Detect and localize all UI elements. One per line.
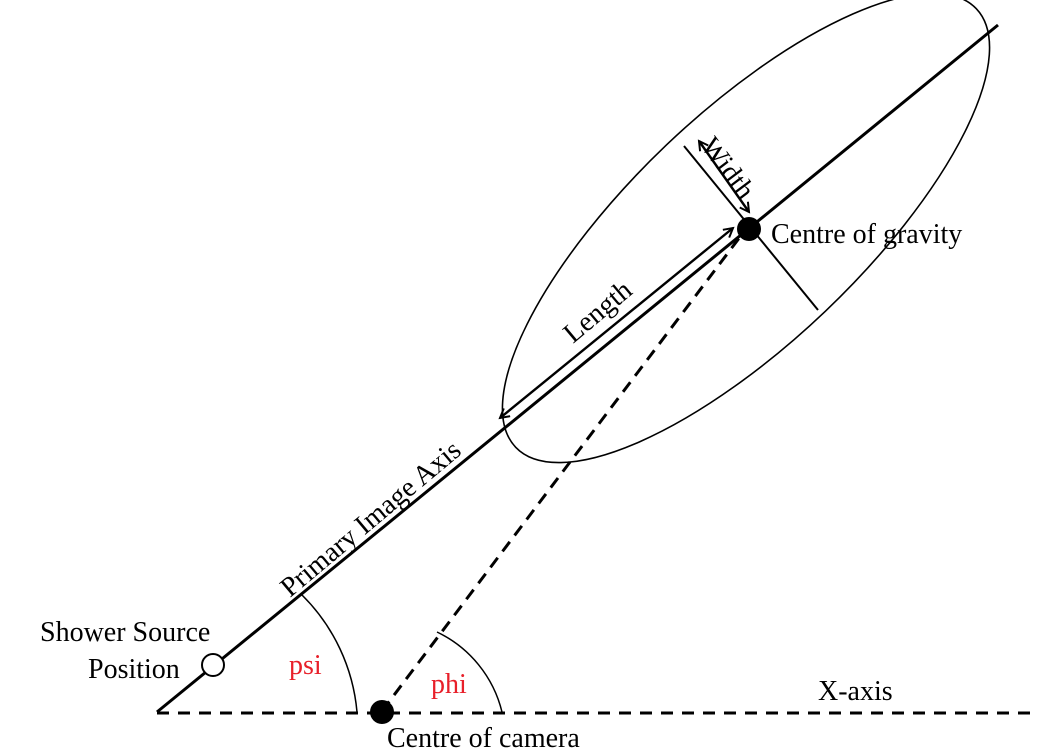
primary-image-axis-label: Primary Image Axis: [275, 435, 468, 604]
phi-angle-arc: [436, 631, 503, 713]
centre-of-camera-label: Centre of camera: [387, 723, 580, 753]
psi-angle-arc: [301, 594, 358, 713]
centre-of-gravity-dot: [737, 217, 761, 241]
image-ellipse: [501, 0, 991, 464]
psi-label: psi: [289, 650, 322, 681]
centre-of-gravity-label: Centre of gravity: [771, 219, 962, 250]
shower-source-label-line2: Position: [88, 654, 180, 685]
centre-of-camera-dot: [370, 700, 394, 724]
width-label: Width: [694, 132, 760, 206]
phi-label: phi: [431, 669, 467, 700]
shower-source-label-line1: Shower Source: [40, 617, 210, 648]
primary-image-axis-line: [156, 23, 999, 714]
x-axis-label: X-axis: [818, 676, 893, 707]
shower-source-marker: [201, 653, 225, 677]
length-arrow: [500, 228, 733, 418]
width-arrow: [699, 141, 749, 212]
